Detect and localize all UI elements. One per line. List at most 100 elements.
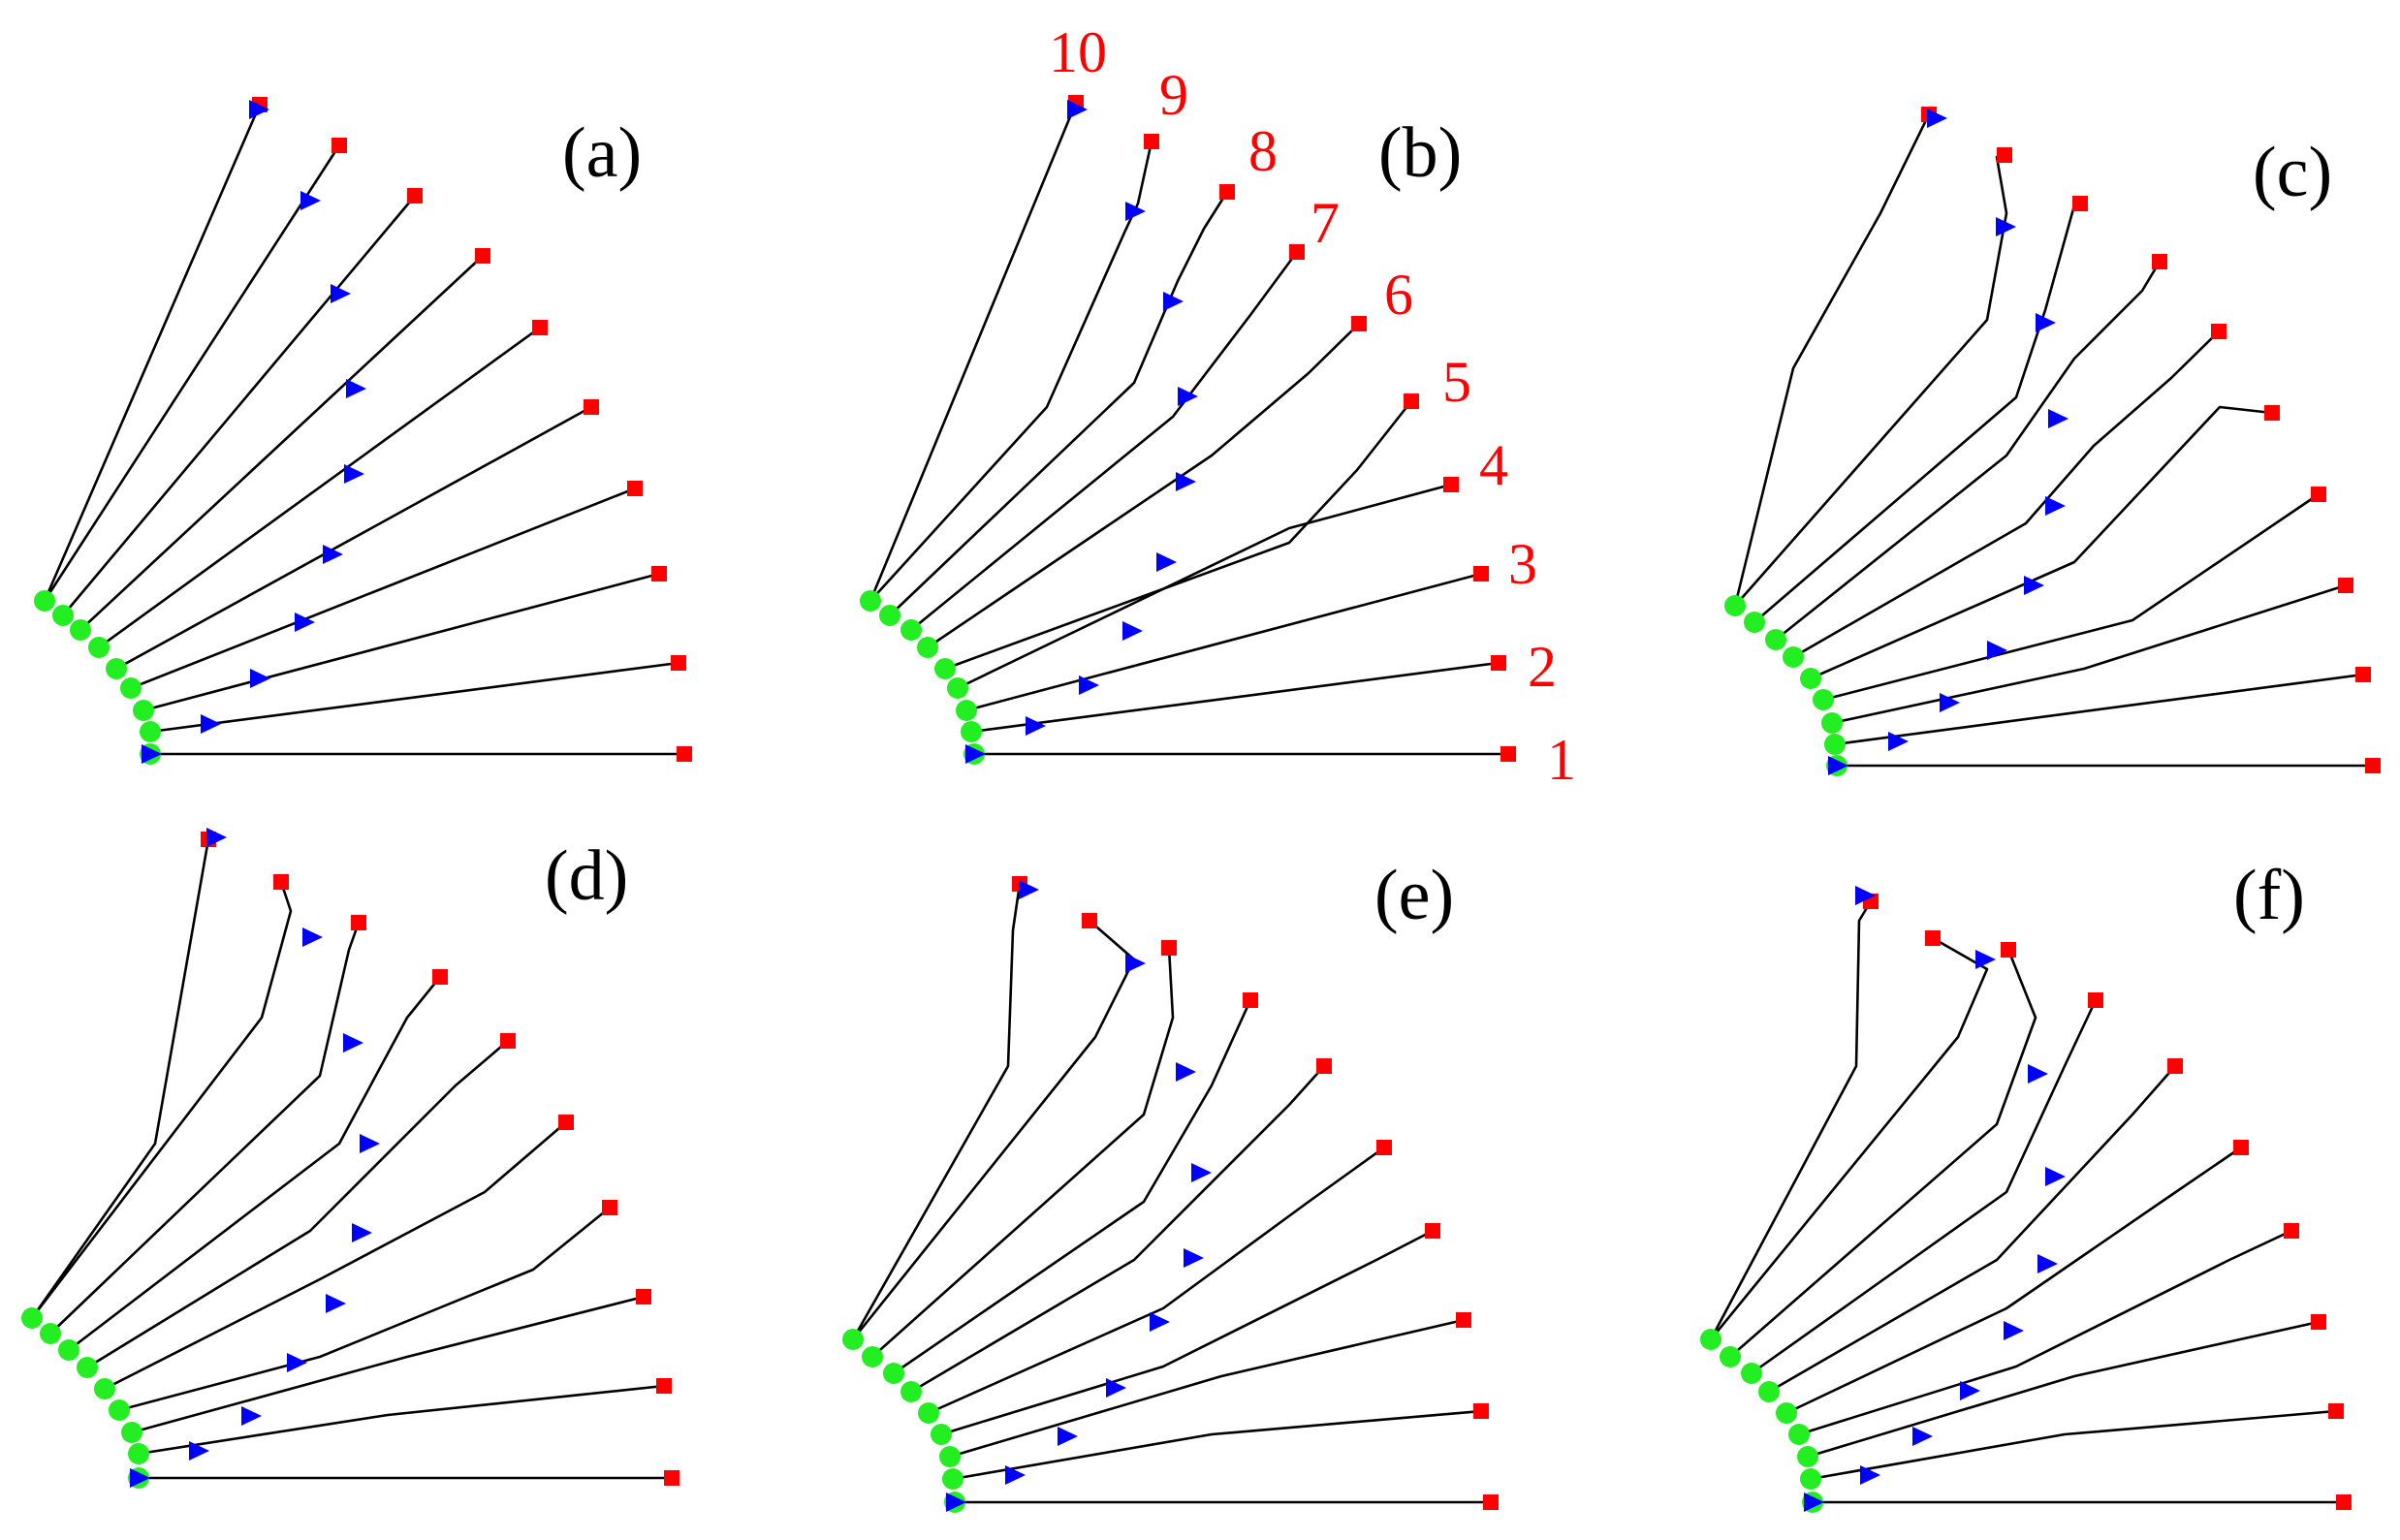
start-marker [88,637,110,658]
agent-marker-7 [360,1134,380,1153]
goal-marker-7 [432,969,448,985]
start-marker-layer [842,1329,965,1513]
start-marker [140,721,161,742]
start-marker [109,1399,130,1421]
panel-label-f: (f) [2233,856,2305,935]
trajectory-9 [1709,936,1989,1341]
trajectory-9 [43,143,341,603]
trajectory-3 [964,572,1483,712]
start-marker [917,637,938,658]
goal-marker-9 [1925,930,1941,946]
agent-marker-6 [2037,1254,2058,1273]
path-number-3: 3 [1508,532,1537,596]
agent-marker-3 [1058,1427,1078,1446]
goal-marker-6 [500,1033,516,1049]
agent-marker-9 [1125,954,1146,973]
path-number-5: 5 [1442,350,1471,414]
agent-marker-6 [1176,472,1196,491]
trajectory-7 [79,254,485,632]
agent-marker-5 [326,1294,346,1313]
agent-marker-9 [1975,950,1996,969]
panel-d: (d) [21,828,679,1489]
agent-marker-6 [344,464,364,484]
start-marker [1800,668,1821,689]
start-marker [900,1381,922,1402]
goal-marker-4 [1425,1223,1440,1239]
start-marker [21,1307,43,1329]
start-marker [947,677,968,699]
goal-marker-8 [407,188,423,204]
start-marker [1800,1468,1821,1490]
goal-marker-2 [656,1378,672,1394]
agent-marker-7 [2045,1167,2066,1186]
agent-marker-3 [1912,1427,1933,1446]
agent-marker-8 [1163,292,1184,311]
start-marker [1744,612,1765,633]
goal-marker-1 [664,1470,679,1486]
goal-marker-8 [351,915,366,930]
trajectory-2 [1833,673,2365,746]
trajectory-2 [148,661,680,734]
start-marker [939,1446,961,1467]
trajectory-6 [926,322,1361,649]
goal-marker-2 [671,655,686,671]
agent-marker-8 [2028,1064,2048,1084]
start-marker [1788,1424,1810,1445]
start-marker [961,721,982,742]
start-marker [934,658,956,679]
panel-label-a: (a) [562,113,642,193]
agent-marker-10 [206,828,227,847]
trajectory-2 [951,1409,1483,1481]
trajectory-2 [1809,1409,2338,1481]
trajectory-6 [97,326,542,649]
trajectory-layer [851,882,1493,1504]
start-marker [1741,1363,1762,1384]
trajectory-3 [1806,1320,2321,1459]
goal-marker-2 [1491,655,1506,671]
agent-marker-5 [1150,1312,1170,1332]
start-marker [879,605,900,626]
start-marker [918,1402,939,1424]
goal-marker-4 [627,481,643,496]
trajectory-8 [1728,948,2037,1359]
agent-marker-10 [1019,880,1039,899]
trajectory-8 [1753,202,2082,624]
start-marker [1700,1329,1721,1350]
agent-marker-6 [352,1223,372,1242]
agent-marker-layer [1828,109,2068,775]
agent-marker-4 [1960,1381,1980,1400]
trajectory-7 [67,975,442,1352]
agent-marker-8 [343,1033,363,1053]
trajectory-9 [1733,153,2008,608]
trajectory-6 [909,1064,1326,1394]
start-marker [77,1357,98,1378]
start-marker [106,658,127,679]
panel-label-d: (d) [545,836,628,916]
trajectory-4 [117,1206,612,1412]
path-number-7: 7 [1311,191,1340,255]
goal-marker-7 [475,248,490,264]
start-marker [931,1424,952,1445]
agent-marker-4 [295,613,315,632]
trajectory-layer [43,103,686,756]
trajectory-4 [939,1229,1435,1436]
goal-marker-2 [1473,1403,1489,1419]
goal-marker-layer [1012,876,1499,1510]
start-marker [70,619,91,641]
trajectory-3 [1830,583,2348,725]
start-marker-layer [860,590,985,765]
panel-e: (e) [842,856,1499,1513]
goal-marker-layer [1863,894,2352,1510]
agent-marker-10 [1855,886,1876,905]
start-marker [860,590,881,612]
agent-marker-6 [2045,496,2066,516]
trajectory-layer [1709,899,2346,1504]
goal-marker-1 [2336,1494,2352,1510]
agent-marker-4 [1987,641,2007,660]
start-marker-layer [21,1307,149,1489]
goal-marker-1 [1483,1494,1499,1510]
panel-a: (a) [34,97,692,765]
goal-marker-8 [2072,196,2088,211]
start-marker [1813,689,1834,710]
trajectory-4 [1797,1229,2293,1436]
